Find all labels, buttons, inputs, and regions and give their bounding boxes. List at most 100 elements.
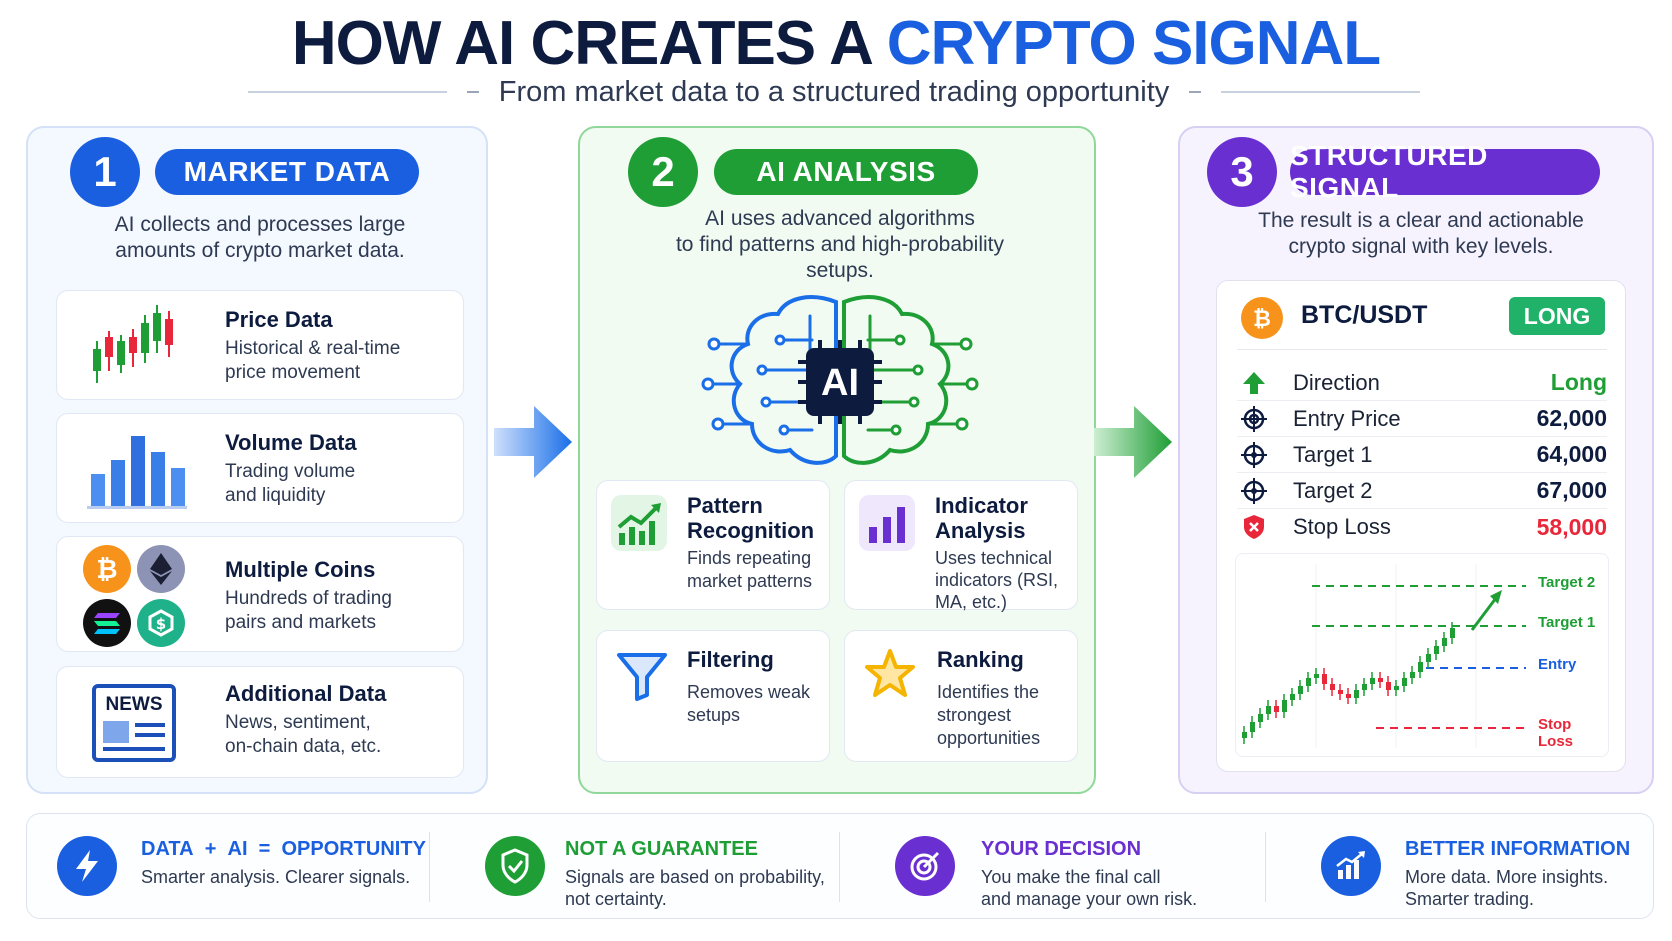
trading-pair: BTC/USDT [1301, 301, 1428, 329]
signal-row-entry: Entry Price 62,000 [1237, 401, 1607, 437]
footer-item-better-information: BETTER INFORMATION More data. More insig… [1321, 814, 1641, 920]
card-additional-data: NEWS Additional Data News, sentiment, on… [56, 666, 464, 778]
candle-body [1402, 678, 1407, 686]
candlestick-icon [93, 305, 173, 383]
card-text-line1: Hundreds of trading [225, 588, 392, 609]
step-number-1: 1 [70, 137, 140, 207]
candle-body [1290, 694, 1295, 700]
footer-heading-part: DATA [141, 838, 194, 860]
candle-body [1274, 706, 1279, 712]
card-text-line2: on-chain data, etc. [225, 736, 382, 757]
title-accent: CRYPTO SIGNAL [886, 9, 1381, 78]
step1-desc-line2: amounts of crypto market data. [115, 239, 405, 262]
candle-body [1314, 674, 1319, 678]
signal-row-direction: Direction Long [1237, 365, 1607, 401]
footer-heading: YOUR DECISION [981, 838, 1142, 860]
card-title-line2: Recognition [687, 518, 815, 543]
ethereum-icon [137, 545, 185, 593]
row-value: 67,000 [1536, 477, 1607, 503]
footer-text-line1: Smarter analysis. Clearer signals. [141, 867, 411, 887]
step2-description: AI uses advanced algorithms to find patt… [640, 206, 1040, 284]
footer-text-line2: Smarter trading. [1405, 889, 1535, 909]
card-text-line1: Finds repeating [687, 548, 812, 568]
bitcoin-icon: ₿ [83, 545, 131, 593]
crosshair-icon [1241, 478, 1267, 504]
svg-text:NEWS: NEWS [106, 694, 163, 715]
direction-badge: LONG [1509, 297, 1605, 335]
row-value: 64,000 [1536, 441, 1607, 467]
arrow-right-icon [1094, 406, 1172, 478]
candle-body [1242, 732, 1247, 738]
price-chart-svg [1242, 564, 1526, 748]
card-title-line1: Indicator [935, 493, 1028, 518]
card-text-line2: indicators (RSI, [935, 570, 1059, 590]
card-text-line2: setups [687, 705, 741, 725]
target-glyph-icon [910, 851, 940, 881]
svg-text:$: $ [156, 615, 166, 633]
candle-body [1362, 684, 1367, 690]
signal-chart: Target 2 Target 1 Entry Stop Loss [1235, 553, 1609, 757]
step1-description: AI collects and processes large amounts … [60, 212, 460, 264]
footer-text-line2: and manage your own risk. [981, 889, 1198, 909]
footer-heading-part: + [204, 838, 217, 860]
growth-chart-glyph-icon [1336, 851, 1365, 879]
candle-body [1306, 678, 1311, 686]
subtitle-dash-right [1189, 91, 1202, 93]
card-text-line2: and liquidity [225, 485, 326, 506]
footer-heading: BETTER INFORMATION [1405, 838, 1631, 860]
bitcoin-glyph-icon: ₿ [1253, 307, 1271, 331]
card-title: Volume Data [225, 430, 357, 455]
footer-item-your-decision: YOUR DECISION You make the final call an… [895, 814, 1255, 920]
step-label-structured-signal: STRUCTURED SIGNAL [1290, 140, 1600, 203]
trend-chart-icon [611, 495, 667, 551]
ai-brain-icon: AI [701, 295, 979, 465]
candle-body [1394, 686, 1399, 690]
subtitle-dash-left [466, 91, 479, 93]
arrow-up-icon [1243, 372, 1265, 394]
candle-body [1426, 654, 1431, 662]
card-title: Ranking [937, 647, 1024, 672]
candle-body [1442, 638, 1447, 646]
bitcoin-glyph-icon: ₿ [96, 555, 117, 584]
signal-row-stop-loss: Stop Loss 58,000 [1237, 509, 1607, 545]
signal-card: ₿ BTC/USDT LONG Direction Long Entry Pri… [1216, 280, 1626, 772]
candle-body [1386, 682, 1391, 690]
subtitle-line-right [1221, 91, 1421, 93]
step-number-2: 2 [628, 137, 698, 207]
chart-label-target2: Target 2 [1538, 574, 1596, 591]
candle-body [1410, 672, 1415, 678]
candle-body [1354, 690, 1359, 698]
lightning-icon [57, 836, 117, 896]
card-text-line1: Identifies the [937, 682, 1040, 702]
footer-separator [839, 832, 840, 902]
candle-body [1346, 694, 1351, 698]
news-icon: NEWS [92, 684, 176, 762]
card-text-line2: strongest [937, 705, 1012, 725]
card-volume-data: Volume Data Trading volume and liquidity [56, 413, 464, 523]
coin-glyph-icon: $ [148, 609, 174, 637]
footer-text-line1: Signals are based on probability, [565, 867, 825, 887]
footer-heading-part: = [258, 838, 271, 860]
shield-check-icon [485, 836, 545, 896]
bitcoin-icon: ₿ [1241, 297, 1283, 339]
candle-body [1322, 674, 1327, 684]
candle-body [1450, 628, 1455, 638]
card-multiple-coins: ₿ $ Multiple Coins Hundreds of trading p… [56, 536, 464, 652]
page-title: HOW AI CREATES A CRYPTO SIGNAL [0, 8, 1672, 79]
card-text-line2: pairs and markets [225, 612, 377, 633]
card-text-line2: price movement [225, 362, 361, 383]
step-number-3: 3 [1207, 137, 1277, 207]
ethereum-glyph-icon [150, 553, 172, 585]
candle-body [1338, 690, 1343, 694]
indicator-chart-icon [859, 495, 915, 551]
target-icon [1241, 406, 1267, 432]
svg-text:₿: ₿ [1253, 307, 1271, 331]
shield-check-glyph-icon [501, 848, 529, 884]
subtitle-row: From market data to a structured trading… [248, 72, 1421, 112]
row-value: Long [1550, 369, 1607, 395]
card-pattern-recognition: Pattern Recognition Finds repeating mark… [596, 480, 830, 610]
footer-heading: NOT A GUARANTEE [565, 838, 758, 860]
target-icon [895, 836, 955, 896]
card-title: Additional Data [225, 681, 387, 706]
step3-desc-line2: crypto signal with key levels. [1288, 235, 1554, 258]
